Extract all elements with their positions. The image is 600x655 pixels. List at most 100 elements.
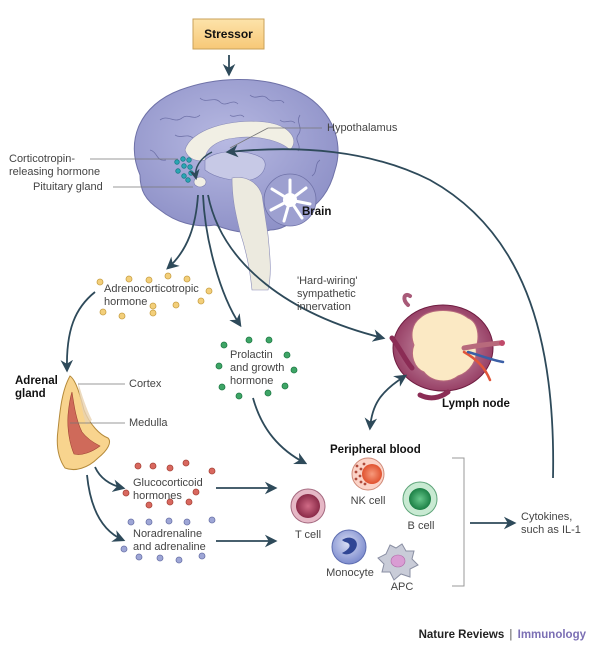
cortex-label: Cortex [129,378,162,390]
noradrenaline-label-line1: Noradrenaline [133,528,202,540]
prolactin-dot [290,366,298,374]
glucocorticoid-dot [145,501,153,509]
adrenal-to-noradrenaline-arrow [86,474,126,542]
noradrenaline-dot [156,554,164,562]
apc-cell [377,543,419,581]
glucocorticoid-dot [134,462,142,470]
acth-dot [99,308,107,316]
peripheral-blood-bracket [452,457,465,587]
crh-dot [181,173,187,179]
glucocorticoid-dot [185,498,193,506]
acth-dot [197,297,205,305]
nk-cell-label: NK cell [351,495,386,507]
crh-dot [186,157,192,163]
acth-to-adrenal-arrow [60,291,96,373]
noradrenaline-dot [165,517,173,525]
acth-label-line2: hormone [104,296,147,308]
noradrenaline-dot [175,556,183,564]
prolactin-to-blood-arrow [252,397,308,465]
noradrenaline-dot [145,518,153,526]
acth-release-arrow [166,194,199,270]
peripheral-blood-title: Peripheral blood [330,444,421,456]
blood-lymph-node-arrow [364,374,408,431]
acth-dot [149,302,157,310]
acth-label-line1: Adrenocorticotropic [104,283,199,295]
credit-separator: | [509,629,513,641]
cytokine-feedback-arrow [225,144,555,479]
apc-label: APC [391,581,414,593]
noradrenaline-dot [208,516,216,524]
lymph-node-illustration [389,293,505,401]
glucocorticoid-label-line1: Glucocorticoid [133,477,203,489]
prolactin-dot [283,351,291,359]
lymph-node-label: Lymph node [442,398,510,410]
glucocorticoid-dot [208,467,216,475]
pituitary-gland [193,176,207,188]
prolactin-dot [218,383,226,391]
glucocorticoid-dot [122,489,130,497]
innervation-label-line1: 'Hard-wiring' [297,275,357,287]
crh-dot [188,170,194,176]
noradrenaline-label-line2: and adrenaline [133,541,206,553]
acth-dot [125,275,133,283]
noradrenaline-dot [120,545,128,553]
prolactin-dot [215,362,223,370]
prolactin-label-line1: Prolactin [230,349,273,361]
cytokines-label-line1: Cytokines, [521,511,572,523]
glucocorticoid-dots [122,459,216,509]
cytokines-label-line2: such as IL-1 [521,524,581,536]
noradrenaline-dot [135,553,143,561]
brain-title: Brain [302,206,331,218]
glucocorticoid-dot [149,462,157,470]
stressor-box: Stressor [192,18,265,50]
acth-dot [96,278,104,286]
stressor-label: Stressor [204,27,253,41]
crh-dot [187,164,193,170]
innervation-label-line3: innervation [297,301,351,313]
b-cell-label: B cell [408,520,435,532]
hypothalamus-label: Hypothalamus [327,122,398,134]
crh-label-line2: releasing hormone [9,166,100,178]
journal-subject: Immunology [517,629,586,641]
t-cell [290,488,326,524]
journal-credit: Nature Reviews | Immunology [419,629,586,641]
glucocorticoid-dot [166,464,174,472]
crh-dot [175,168,181,174]
prolactin-dot [235,392,243,400]
crh-dots [174,156,194,183]
t-cell-label: T cell [295,529,321,541]
prolactin-dot [281,382,289,390]
glucocorticoid-dot [192,488,200,496]
prolactin-dot [265,336,273,344]
crh-label-line1: Corticotropin- [9,153,75,165]
brain-illustration [133,79,339,291]
acth-dot [118,312,126,320]
noradrenaline-dots [120,516,216,564]
glucocorticoid-dot [166,498,174,506]
crh-dot [181,163,187,169]
noradrenaline-dot [183,518,191,526]
glucocorticoid-label-line2: hormones [133,490,182,502]
acth-dot [172,301,180,309]
adrenal-to-glucocorticoid-arrow [94,466,126,492]
prolactin-label-line2: and growth [230,362,284,374]
acth-dot [145,276,153,284]
prolactin-release-arrow [202,194,242,328]
journal-name: Nature Reviews [418,629,505,641]
innervation-label-line2: sympathetic [297,288,356,300]
prolactin-dot [245,336,253,344]
monocyte [331,529,367,565]
prolactin-dots [215,336,298,400]
adrenal-title-line2: gland [15,388,46,400]
crh-dot [185,177,191,183]
adrenal-title-line1: Adrenal [15,375,58,387]
pituitary-label: Pituitary gland [33,181,103,193]
crh-arrow [189,151,213,181]
crh-dot [180,156,186,162]
sympathetic-innervation-arrow [207,194,386,342]
nk-cell [351,457,385,491]
acth-dot [149,309,157,317]
noradrenaline-dot [127,518,135,526]
acth-dot [205,287,213,295]
